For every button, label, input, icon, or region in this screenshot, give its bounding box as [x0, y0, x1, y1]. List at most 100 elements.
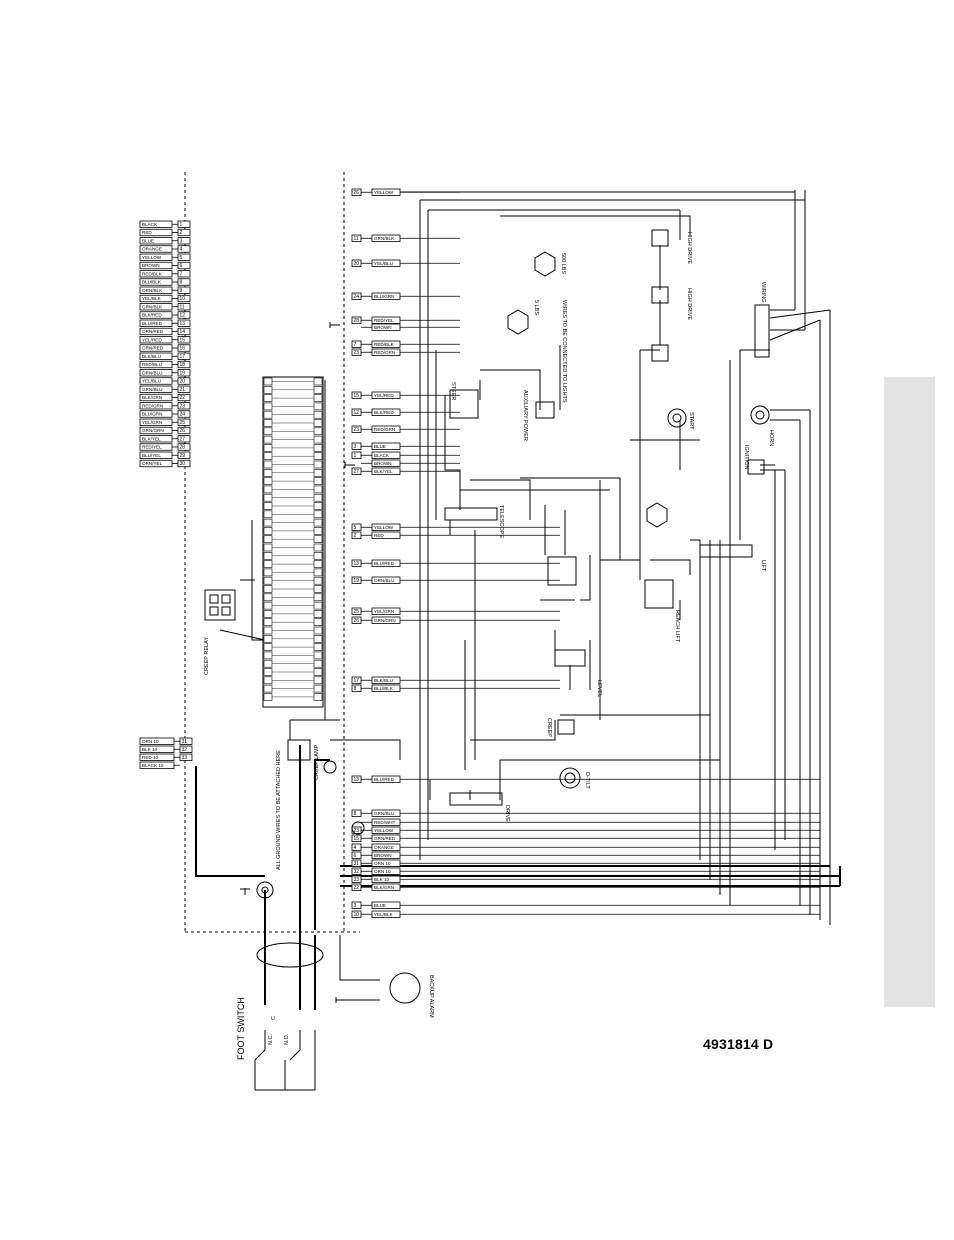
harness-wire-label-text: YELLOW [142, 255, 162, 260]
connector-pin-right [313, 394, 323, 402]
terminal-number-text: 15 [354, 836, 360, 842]
terminal-wire-label-text: RED/GRN [374, 350, 395, 355]
harness-wire-label-text: YEL/GRN [142, 420, 162, 425]
label-start: START [688, 412, 694, 430]
wire [289, 1030, 301, 1061]
connector-pin-left [263, 643, 273, 651]
harness-wire-label: BLK/GRN [139, 393, 173, 402]
harness-wire-label: YELLOW [139, 253, 173, 261]
terminal-wire-label-text: BLK/BLU [374, 678, 393, 683]
terminal-number: 15 [351, 834, 362, 842]
harness-wire-number: 8 [177, 278, 191, 286]
terminal-wire-label: BLUE [371, 901, 401, 909]
harness-wire-number-text: 3 [180, 238, 183, 244]
terminal-number-text: 12 [354, 410, 360, 416]
connector-pin-left [263, 502, 273, 510]
harness-wire-number: 28 [177, 443, 191, 451]
harness-wire-label: BLK/RED [139, 311, 173, 319]
terminal-number-text: 2 [354, 533, 357, 539]
harness-wire-label: BROWN [139, 261, 173, 270]
connector-pin-right [313, 610, 323, 618]
terminal-number-text: 5 [354, 525, 357, 531]
harness-wire-number-text: 1 [180, 222, 183, 228]
terminal-number: 3 [351, 901, 362, 909]
terminal-number-text: 25 [354, 609, 360, 615]
connector-pin-left [263, 527, 273, 535]
terminal-number-text: 26 [354, 618, 360, 624]
connector-pin-left [263, 427, 273, 436]
harness-wire-number-text: 28 [180, 445, 186, 451]
terminal-wire-label-text: BLK 10 [374, 877, 390, 882]
harness-wire-number-text: 22 [180, 395, 186, 401]
terminal-wire-label: YEL/BLK [371, 910, 401, 918]
terminal-wire-label: RED/GRN [371, 425, 401, 433]
terminal-number: 26 [351, 616, 362, 624]
terminal-number-text: 23 [354, 350, 360, 356]
harness-wire-number-text: 20 [180, 379, 186, 385]
wire [480, 369, 541, 410]
wire [600, 559, 641, 580]
connector-pin-right [313, 427, 323, 436]
harness-wire-label-text: YEL/RED [142, 337, 162, 342]
creep-lamp-symbol [323, 760, 337, 774]
terminal-wire-label: GRN/BLK [371, 234, 401, 242]
terminal-wire-label: YELLOW [371, 188, 401, 196]
terminal-number: 23 [351, 826, 362, 834]
label-steer: STEER [450, 382, 456, 400]
connector-pin-left [263, 601, 273, 610]
terminal-wire-label-text: BLU/GRN [374, 294, 394, 299]
label-creep: CREEP [546, 718, 552, 737]
harness-wire-label-text: BLU/GRN [142, 412, 162, 417]
terminal-wire-label: BROWN [371, 851, 401, 859]
terminal-wire-label-text: GRN/RED [374, 836, 396, 841]
connector-pin-right [313, 510, 323, 519]
connector-pin-left [263, 510, 273, 519]
harness-wire-number-text: 23 [180, 403, 186, 409]
terminal-number: 28 [351, 316, 362, 324]
terminal-wire-label: YEL/BLU [371, 259, 401, 267]
connector-pin-left [263, 651, 273, 660]
harness-wire-number-text: 15 [180, 337, 186, 343]
connector-pin-right [313, 618, 323, 627]
terminal-number-text: 10 [354, 912, 360, 918]
terminal-number: 23 [351, 425, 362, 433]
terminal-wire-label: BLK/BLU [371, 676, 401, 684]
label-high-drive: HIGH DRIVE [686, 232, 692, 264]
connector-pin-left [263, 402, 273, 411]
harness-wire-number-text: 30 [180, 461, 186, 467]
terminal-wire-label-text: YELLOW [374, 190, 394, 195]
connector-pin-right [313, 535, 323, 544]
harness-wire-number: 3 [177, 237, 191, 245]
harness-lower-number: 33 [179, 753, 193, 761]
harness-wire-number-text: 29 [180, 453, 186, 459]
harness-wire-number-text: 7 [180, 271, 183, 277]
harness-wire-number-text: 4 [180, 247, 183, 253]
wire [500, 215, 691, 235]
harness-wire-number: 26 [177, 426, 191, 435]
terminal-wire-label-text: BLUE [374, 444, 386, 449]
label-creep-lamp: CREEP LAMP [314, 744, 320, 780]
connector-pin-right [313, 684, 323, 693]
connector-pin-right [313, 419, 323, 427]
connector-pin-left [263, 585, 273, 593]
terminal-wire-label: GRN/BLU [371, 809, 401, 817]
terminal-number: 12 [351, 408, 362, 416]
harness-wire-label: BLU/GRN [139, 410, 173, 418]
harness-wire-number-text: 10 [180, 296, 186, 302]
connector-pin-left [263, 535, 273, 544]
terminal-wire-label-text: BROWN [374, 461, 392, 466]
harness-wire-number-text: 18 [180, 362, 186, 368]
drive-terminal-strip [449, 792, 503, 806]
connector-pin-right [313, 643, 323, 651]
harness-wire-label-text: ORN/YEL [142, 461, 163, 466]
harness-wire-number: 4 [177, 245, 191, 253]
harness-wire-label: RED/YEL [139, 443, 173, 451]
harness-wire-label-text: RED/YEL [142, 445, 162, 450]
power-cable [195, 766, 265, 877]
harness-wire-label-text: YEL/BLU [142, 379, 161, 384]
wire [769, 309, 831, 319]
harness-wire-number: 16 [177, 344, 191, 352]
connector-pin-left [263, 460, 273, 469]
harness-wire-number: 21 [177, 385, 191, 393]
creep-valve-connector [557, 719, 575, 735]
